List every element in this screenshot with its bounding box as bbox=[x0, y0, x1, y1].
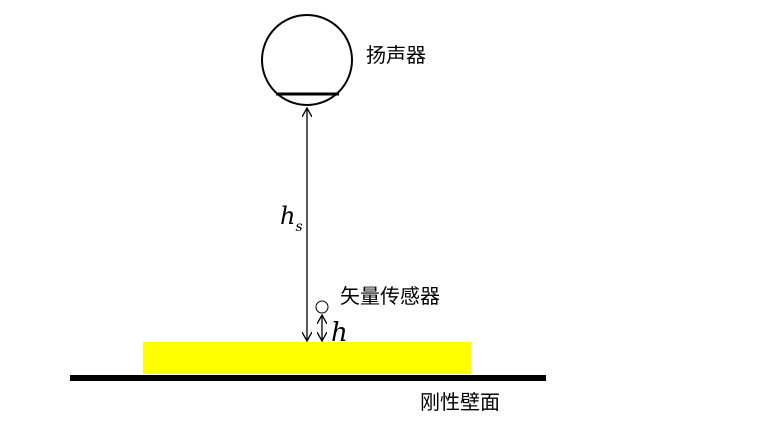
speaker bbox=[261, 14, 353, 106]
hs-label: hs bbox=[280, 202, 303, 235]
hs-label-subscript: s bbox=[295, 219, 302, 235]
h-label: h bbox=[331, 318, 348, 348]
rigid-wall-label: 刚性壁面 bbox=[420, 390, 500, 414]
hs-label-main: h bbox=[280, 202, 295, 230]
speaker-label: 扬声器 bbox=[366, 43, 426, 67]
speaker-circle bbox=[261, 14, 353, 106]
sensor-label: 矢量传感器 bbox=[340, 284, 440, 308]
material-layer bbox=[143, 342, 471, 374]
sensor-circle bbox=[315, 300, 329, 314]
